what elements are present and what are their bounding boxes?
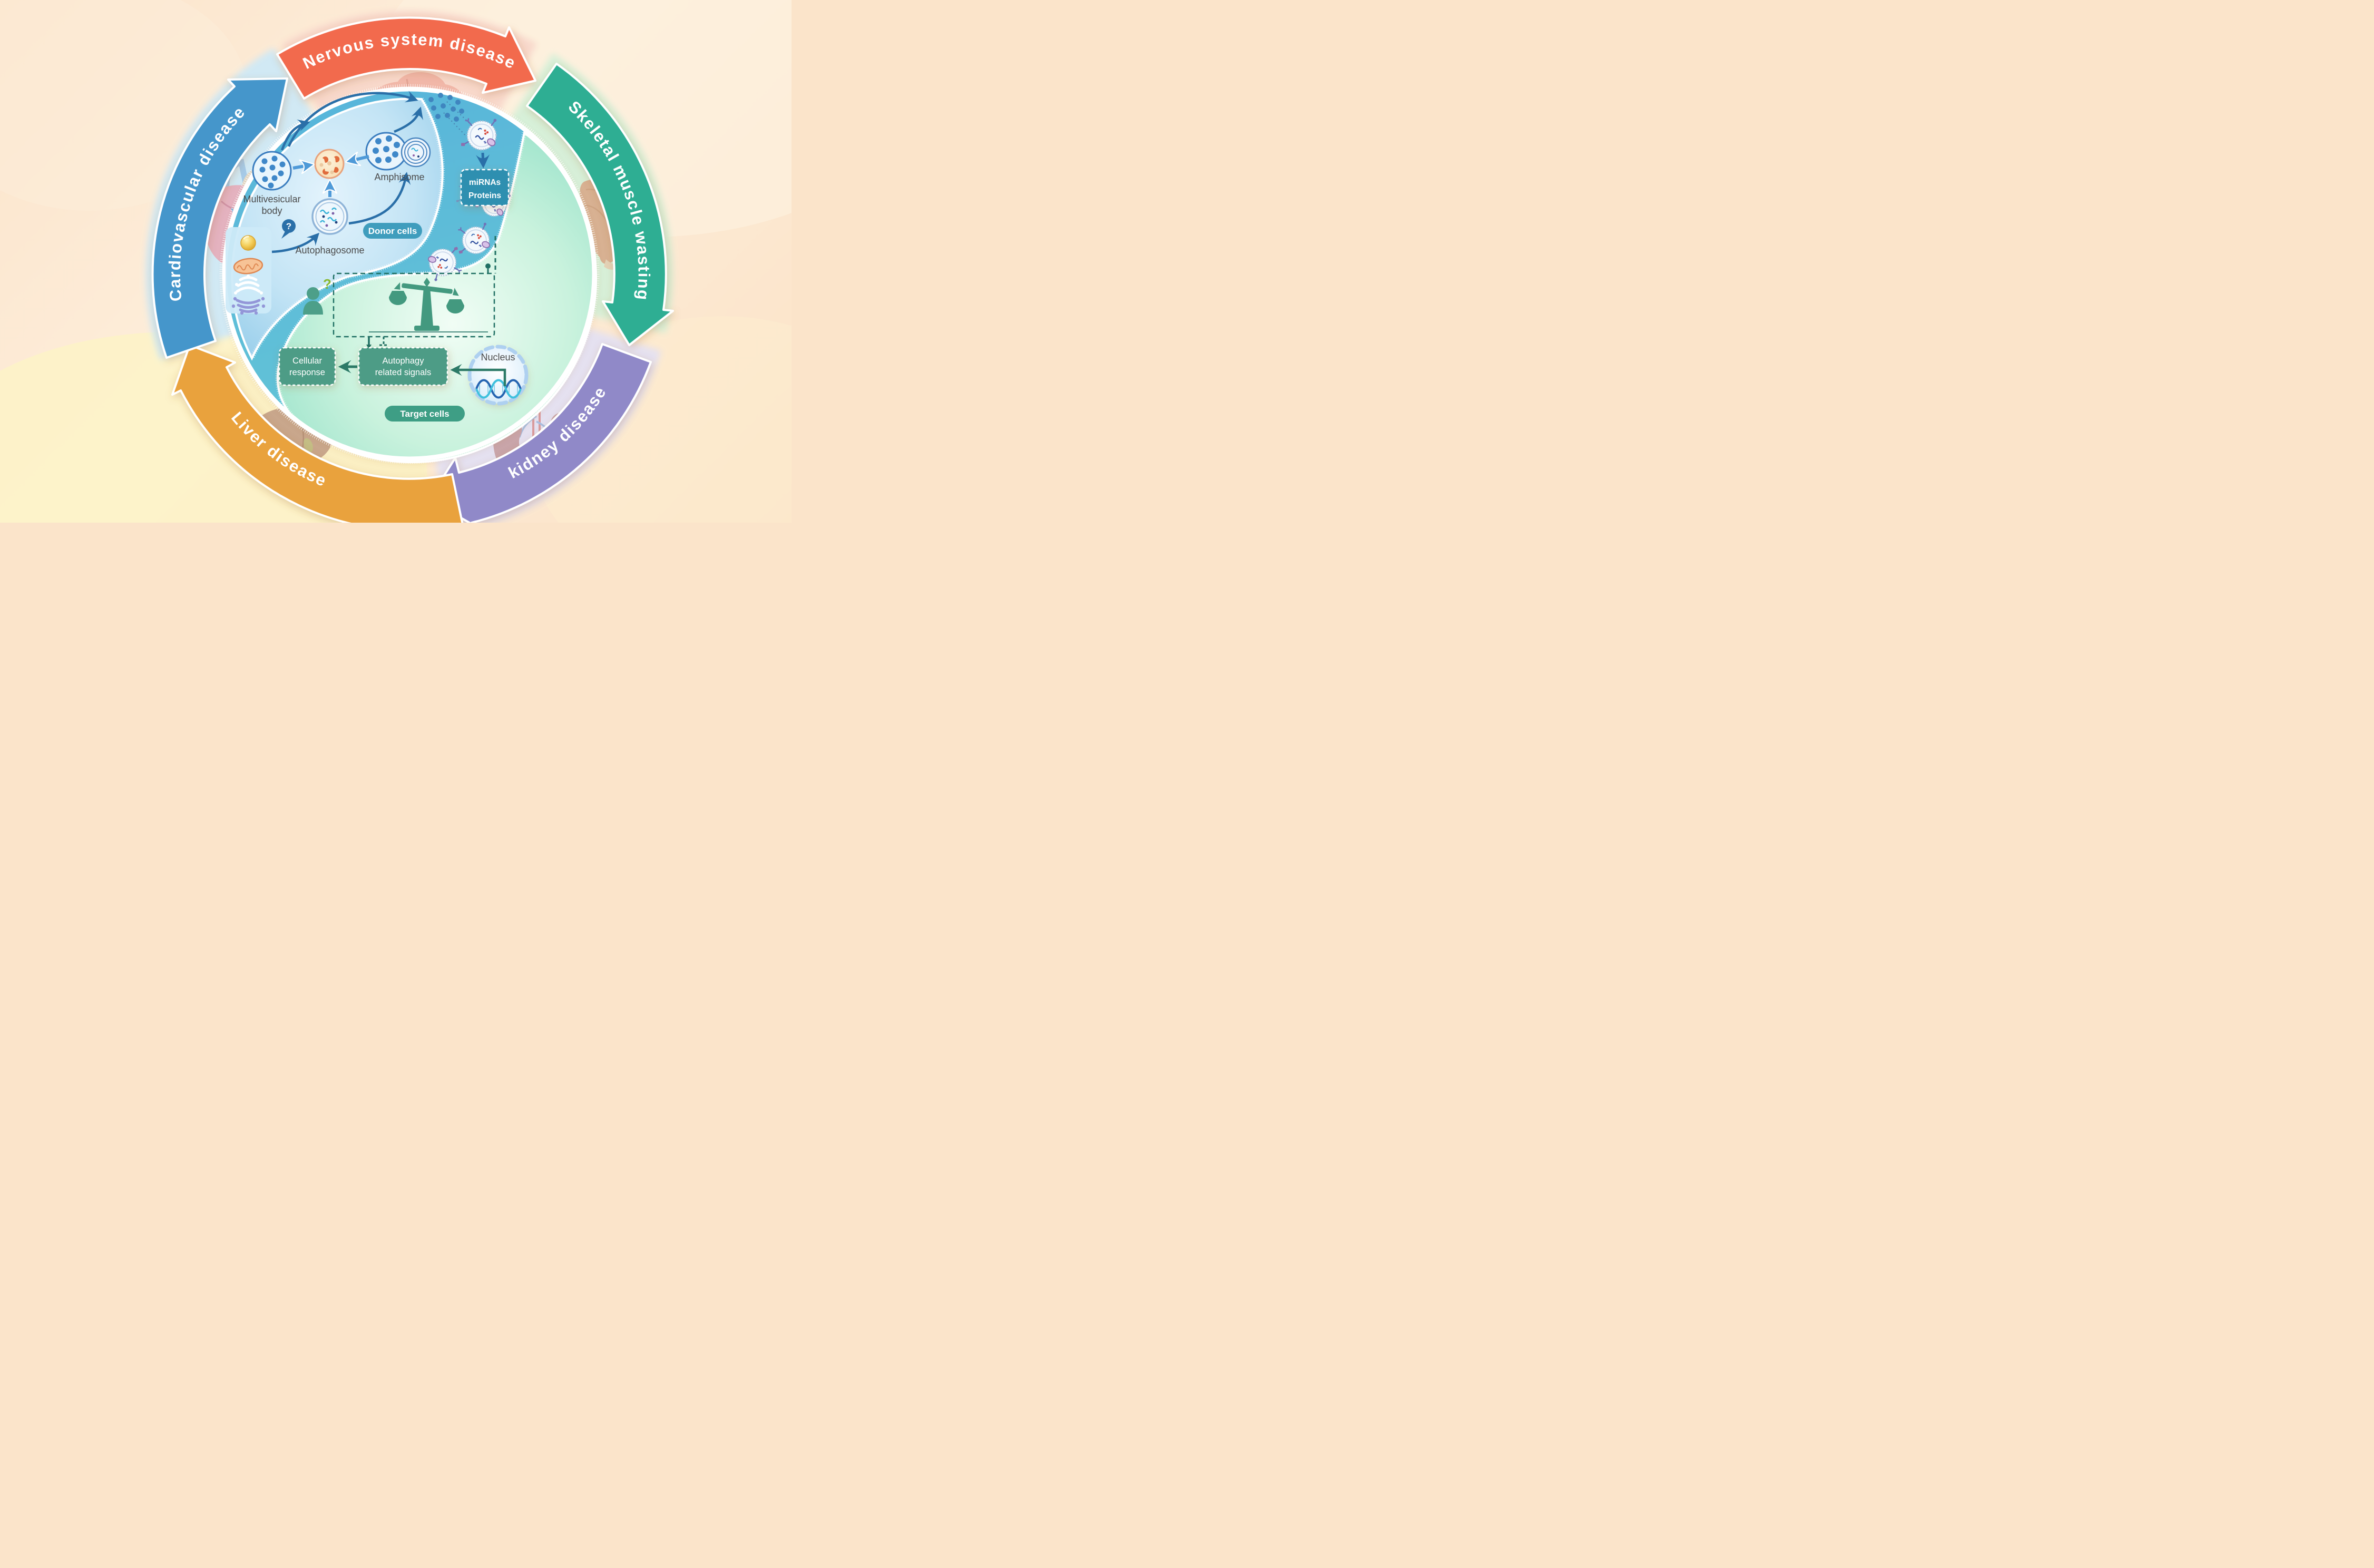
cargo-line2: Proteins [468,191,501,200]
donor-question-mark: ? [286,221,291,231]
target-membrane-fringe [275,132,527,426]
mvb-label-line1: Multivesicular [243,194,300,204]
multivesicular-body-icon [252,151,292,191]
autophagosome-label: Autophagosome [295,245,364,256]
arrow-skeletal-muscle-wasting [526,63,674,346]
outer-membrane [222,86,597,462]
endoplasmic-reticulum-icon [234,275,263,295]
mitochondria-icon [233,258,263,275]
lipid-droplet-icon [240,235,256,251]
target-contents: ? Cellular response [278,236,529,422]
golgi-icon [231,297,266,315]
mvb-label-line2: body [261,205,282,216]
outer-membrane-fringe [219,84,600,464]
diagram-svg: Nervous system disease Skeletal muscle w… [0,0,792,523]
nucleus: Nucleus [467,345,529,406]
svg-text:response: response [289,368,325,377]
signal-connectors [366,236,496,349]
amphisome-icon [365,132,431,171]
cellular-response-box: Cellular response [278,347,336,386]
person-icon [303,287,323,315]
dna-icon [475,379,522,399]
svg-text:related signals: related signals [375,368,431,377]
nucleus-label: Nucleus [481,352,515,362]
cargo-box: miRNAs Proteins [460,169,510,207]
arrow-nucleus-to-signals [450,364,506,386]
released-exosomes [428,93,470,138]
arrow-cardiovascular-disease [151,77,288,359]
lysosome-icon [314,149,345,179]
balance-scale-icon [389,278,464,331]
donor-cells-badge: Donor cells [363,223,422,239]
donor-arrows [271,91,423,253]
target-question-mark: ? [323,276,331,292]
svg-text:Target cells: Target cells [400,409,449,419]
cargo-line1: miRNAs [469,178,501,187]
svg-text:Cellular: Cellular [292,356,322,366]
disease-arrow-ring [151,16,674,523]
magnifier-dotted-lines [443,101,470,138]
autophagosome-icon [311,198,348,235]
donor-membrane-fringe [249,97,445,359]
question-bubble: ? [281,219,296,239]
svg-text:Donor cells: Donor cells [368,226,417,236]
figure-canvas: Nervous system disease Skeletal muscle w… [0,0,792,523]
arrow-nervous-system-disease [276,16,536,100]
amphisome-label: Amphisome [374,172,424,182]
arrow-liver-disease [171,344,464,523]
organelle-box [226,227,271,315]
svg-text:Autophagy: Autophagy [383,356,425,366]
donor-contents: ? Multivesicular body Autophagosome Amph… [226,91,431,315]
autophagy-signals-box: Autophagy related signals [358,347,448,386]
target-cells-badge: Target cells [385,406,465,422]
